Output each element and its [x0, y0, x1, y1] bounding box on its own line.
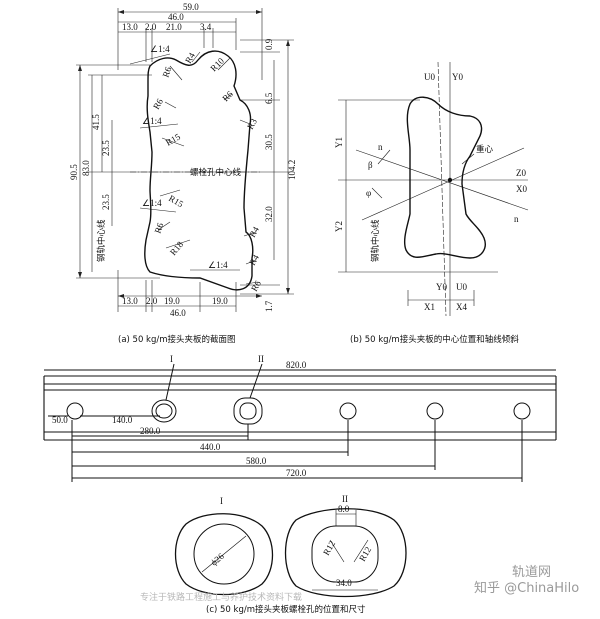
slope-4: ∠1:4 [208, 260, 228, 270]
centroid-dot [447, 177, 453, 183]
axis-n-top: n [378, 142, 383, 152]
dim-50: 50.0 [52, 415, 68, 425]
watermark-site: 轨道网 [512, 565, 551, 580]
radius-r3: R3 [245, 116, 259, 131]
radius-r18: R18 [168, 239, 186, 257]
axis-x4: X4 [456, 302, 467, 312]
dim-720: 720.0 [286, 468, 307, 478]
dim-left-90-5: 90.5 [69, 164, 79, 180]
detail-i-label: I [220, 496, 223, 506]
watermark-main: 知乎 @ChinaHilo [474, 580, 579, 596]
splice-bar-profile [144, 50, 254, 291]
radius-r6-shoulder: R6 [220, 89, 235, 104]
dim-bottom-2: 2.0 [146, 296, 158, 306]
bolt-hole-axis-label: 螺栓孔中心线 [190, 167, 242, 178]
dim-280: 280.0 [140, 426, 161, 436]
radius-r4-top: R4 [183, 50, 197, 65]
marker-ii: II [258, 354, 264, 364]
watermarks: 知乎 @ChinaHilo 轨道网 专注于铁路工程施工与养护技术资料下载 [140, 565, 579, 603]
radius-r4-right: R4 [247, 224, 261, 239]
radius-r6-bottom: R6 [249, 278, 263, 293]
angle-phi: φ [366, 188, 371, 198]
dim-top-46: 46.0 [168, 12, 184, 22]
dim-140: 140.0 [112, 415, 133, 425]
dim-left-23-5b: 23.5 [101, 194, 111, 210]
detail-ii-width: 8.0 [338, 504, 350, 514]
radius-r4-bottom: R4 [247, 252, 261, 267]
slope-2: ∠1:4 [142, 116, 162, 126]
axis-x1: X1 [424, 302, 435, 312]
bolt-hole-4 [339, 402, 357, 420]
axis-z0: Z0 [516, 168, 526, 178]
dim-bottom-19b: 19.0 [212, 296, 228, 306]
detail-i-hole [193, 523, 255, 585]
centroid-label: 重心 [476, 144, 494, 155]
detail-ii-r12-left: R12 [321, 539, 337, 557]
detail-ii-r12-right: R12 [357, 545, 373, 563]
dim-left-83: 83.0 [81, 160, 91, 176]
slope-1: ∠1:4 [150, 44, 170, 54]
watermark-bottom: 专注于铁路工程施工与养护技术资料下载 [140, 591, 302, 603]
bolt-hole-3 [233, 397, 263, 425]
radius-r15-lower: R15 [167, 193, 185, 209]
dim-580: 580.0 [246, 456, 267, 466]
dim-bottom-19a: 19.0 [164, 296, 180, 306]
dim-820: 820.0 [286, 360, 307, 370]
panel-c: I II 820.0 50.0 140.0 280.0 440.0 580.0 … [43, 354, 557, 615]
caption-b: (b) 50 kg/m接头夹板的中心位置和轴线倾斜 [350, 334, 519, 345]
slope-3: ∠1:4 [142, 198, 162, 208]
caption-c: (c) 50 kg/m接头夹板螺栓孔的位置和尺寸 [206, 604, 366, 615]
marker-i: I [170, 354, 173, 364]
detail-ii-length: 34.0 [336, 578, 352, 588]
detail-i-diameter: ϕ26 [209, 551, 226, 568]
bolt-hole-2 [151, 399, 177, 423]
dim-left-41-5: 41.5 [91, 114, 101, 130]
detail-ii-outline [284, 508, 407, 598]
radius-r10: R10 [208, 55, 226, 73]
detail-i-outline [174, 513, 274, 596]
dim-right-104-2: 104.2 [287, 160, 297, 180]
dim-bottom-13: 13.0 [122, 296, 138, 306]
dim-top-21: 21.0 [166, 22, 182, 32]
axis-x0: X0 [516, 184, 527, 194]
rail-axis-label-b: 钢轨中心线 [370, 219, 381, 262]
radius-r6-top-left: R6 [160, 65, 173, 79]
bolt-hole-1 [66, 402, 84, 420]
bolt-hole-5 [426, 402, 444, 420]
dim-top-13: 13.0 [122, 22, 138, 32]
caption-a: (a) 50 kg/m接头夹板的截面图 [118, 334, 236, 345]
rail-axis-label-a: 钢轨中心线 [96, 219, 107, 262]
angle-beta: β [368, 160, 373, 170]
dim-440: 440.0 [200, 442, 221, 452]
dim-left-23-5a: 23.5 [101, 140, 111, 156]
dim-right-1-7: 1.7 [264, 300, 274, 312]
panel-a: 59.0 46.0 13.0 2.0 21.0 3.4 13.0 2.0 19.… [69, 2, 297, 345]
dim-right-6-5: 6.5 [264, 92, 274, 104]
axis-u0-top: U0 [424, 72, 435, 82]
panel-b: U0 Y0 Y1 Y2 Z0 X0 X1 X4 U0 Y0 β φ n n 重心… [334, 61, 529, 345]
radius-r6-lower-left: R6 [152, 221, 165, 235]
axis-y1: Y1 [334, 137, 344, 148]
dim-right-32: 32.0 [264, 206, 274, 222]
dim-top-3-4: 3.4 [200, 22, 212, 32]
dim-right-0-9: 0.9 [264, 38, 274, 50]
dim-top-59: 59.0 [183, 2, 199, 12]
detail-ii-label: II [342, 494, 348, 504]
axis-u0-bottom: U0 [456, 282, 467, 292]
radius-r6-upper-left: R6 [151, 96, 165, 111]
dim-top-2: 2.0 [145, 22, 157, 32]
radius-r15-upper: R15 [164, 131, 182, 147]
axis-y0-top: Y0 [452, 72, 463, 82]
dim-right-30-5: 30.5 [264, 134, 274, 150]
centroid-profile [403, 96, 486, 259]
axis-y2: Y2 [334, 221, 344, 232]
bolt-hole-6 [513, 402, 531, 420]
axis-n-bottom: n [514, 214, 519, 224]
dim-bottom-46: 46.0 [170, 308, 186, 318]
axis-y0-bottom: Y0 [436, 282, 447, 292]
detail-ii-hole [311, 525, 379, 583]
